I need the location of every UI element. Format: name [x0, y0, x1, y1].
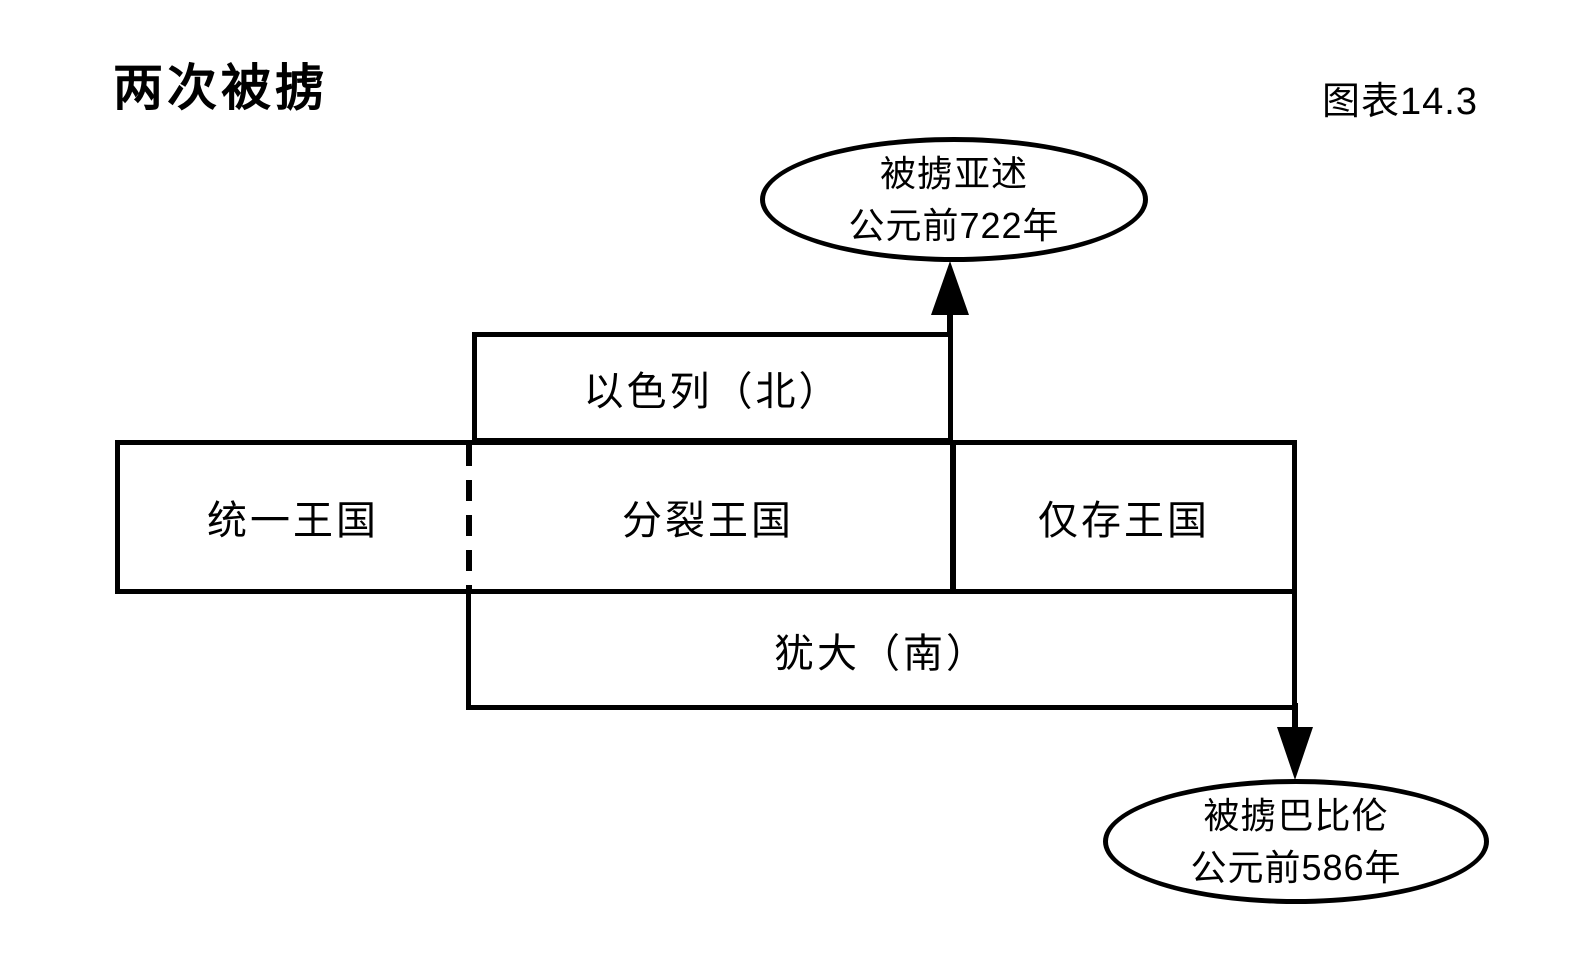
- judah-south-label: 犹大（南）: [774, 631, 989, 676]
- babylon-captivity-year: 公元前586年: [1190, 846, 1402, 888]
- dashed-divider-line: [466, 445, 472, 589]
- judah-south-box: 犹大（南）: [466, 589, 1297, 710]
- assyria-captivity-node: 被掳亚述 公元前722年: [760, 137, 1148, 262]
- babylon-captivity-event: 被掳巴比伦: [1203, 795, 1389, 837]
- solid-divider-line: [950, 445, 956, 589]
- united-kingdom-section: 统一王国: [120, 445, 466, 589]
- up-arrow-icon: [931, 261, 969, 315]
- divided-kingdom-section: 分裂王国: [466, 445, 950, 589]
- israel-north-label: 以色列（北）: [583, 369, 842, 414]
- assyria-captivity-event: 被掳亚述: [879, 153, 1028, 195]
- down-arrow-icon: [1277, 727, 1313, 780]
- kingdom-timeline-band: 统一王国 分裂王国 仅存王国: [115, 440, 1297, 594]
- down-arrow-shaft: [1292, 703, 1298, 735]
- surviving-kingdom-section: 仅存王国: [956, 445, 1292, 589]
- figure-number: 图表14.3: [1322, 81, 1478, 123]
- united-kingdom-label: 统一王国: [207, 499, 379, 543]
- page-title: 两次被掳: [113, 60, 329, 116]
- surviving-kingdom-label: 仅存王国: [1038, 499, 1210, 543]
- israel-north-box: 以色列（北）: [472, 332, 953, 443]
- divided-kingdom-label: 分裂王国: [622, 499, 794, 543]
- babylon-captivity-node: 被掳巴比伦 公元前586年: [1103, 779, 1489, 904]
- assyria-captivity-year: 公元前722年: [848, 204, 1060, 246]
